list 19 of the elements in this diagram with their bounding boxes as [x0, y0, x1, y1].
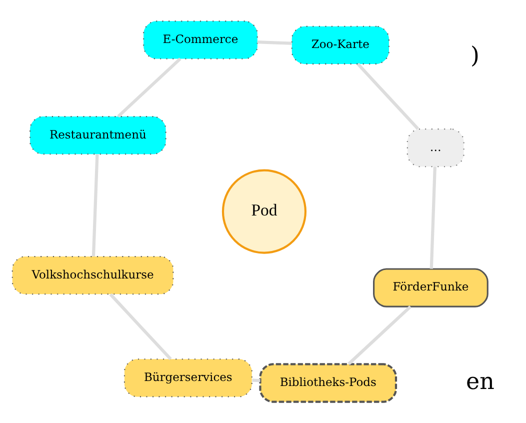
node-box: Bibliotheks-Pods	[259, 363, 398, 403]
connector	[257, 40, 292, 45]
connector	[109, 293, 172, 360]
label: )	[470, 43, 480, 70]
connector	[356, 62, 420, 130]
node-circle: Pod	[222, 169, 307, 254]
node-box: E-Commerce	[143, 20, 258, 60]
connector	[117, 58, 182, 118]
node-box: Zoo-Karte	[291, 26, 390, 64]
connector	[348, 305, 412, 366]
connector	[430, 166, 437, 269]
node-box: Bürgerservices	[124, 358, 252, 398]
label: en	[466, 368, 494, 395]
connector	[252, 378, 260, 382]
node-box: Restaurantmenü	[30, 116, 166, 155]
node-box: FörderFunke	[373, 268, 488, 308]
connector	[92, 154, 99, 257]
node-box: …	[406, 128, 464, 168]
node-box: Volkshochschulkurse	[12, 256, 174, 295]
